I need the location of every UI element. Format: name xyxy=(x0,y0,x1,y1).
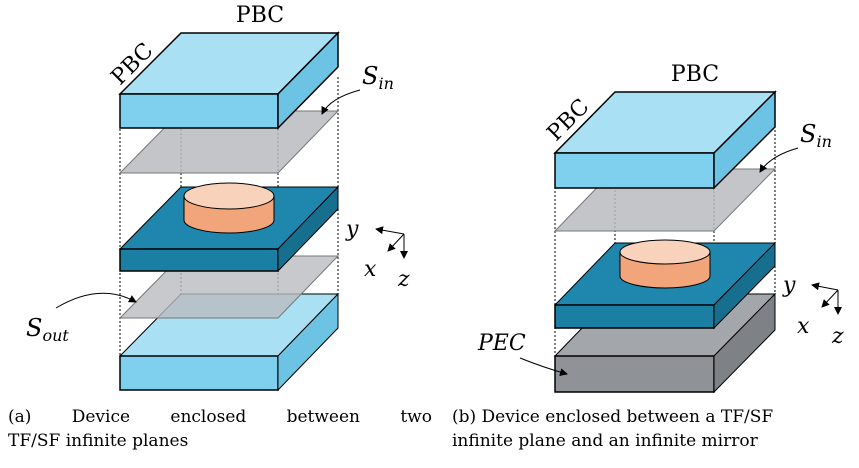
pbc-top-label: PBC xyxy=(236,3,284,28)
caption-a-tag: (a) xyxy=(8,407,32,427)
caption-a-line2: TF/SF infinite planes xyxy=(8,431,189,451)
caption-a-word2: enclosed xyxy=(170,407,247,427)
panel-b-diagram: PBC PBC Sin PEC y x z xyxy=(477,62,844,394)
s-in-pointer-arrow xyxy=(321,89,361,115)
pec-pointer-arrow xyxy=(519,357,568,377)
device-layer-b xyxy=(553,241,777,330)
s-out-pointer-arrow xyxy=(55,292,137,309)
s-out-label: Sout xyxy=(26,314,69,345)
caption-a-word1: Device xyxy=(71,407,131,427)
axis-y-label-a: y xyxy=(345,217,359,242)
caption-a-word3: between xyxy=(286,407,360,427)
x-axis-arrow-b xyxy=(821,289,839,308)
device-cylinder xyxy=(183,182,275,234)
caption-a-word4: two xyxy=(400,407,432,427)
caption-a: (a) Device enclosed between two TF/SF in… xyxy=(8,405,438,453)
caption-b-line1: (b) Device enclosed between a TF/SF xyxy=(452,407,774,427)
y-axis-arrow-b xyxy=(811,282,839,291)
pec-label: PEC xyxy=(477,331,526,356)
axis-z-label-a: z xyxy=(397,267,410,292)
axis-x-label-b: x xyxy=(797,314,810,339)
device-cylinder-b xyxy=(619,239,711,289)
axis-y-label-b: y xyxy=(782,273,796,298)
axes-triad-a: y x z xyxy=(345,217,410,292)
s-in-label: Sin xyxy=(362,62,394,93)
axis-z-label-b: z xyxy=(831,324,844,349)
x-axis-arrow-a xyxy=(387,233,405,252)
y-axis-arrow-a xyxy=(375,226,405,235)
panel-a-diagram: PBC PBC Sin Sout y x z xyxy=(26,3,410,392)
axis-x-label-a: x xyxy=(364,257,377,282)
s-in-label-b: Sin xyxy=(800,120,832,151)
top-boundary-slab-b xyxy=(553,90,777,190)
top-boundary-slab xyxy=(118,31,340,130)
caption-b-line2: infinite plane and an infinite mirror xyxy=(452,431,758,451)
axes-triad-b: y x z xyxy=(782,273,844,349)
s-in-pointer-arrow-b xyxy=(759,147,799,173)
pbc-top-label-b: PBC xyxy=(671,62,719,87)
caption-b: (b) Device enclosed between a TF/SF infi… xyxy=(452,405,852,453)
